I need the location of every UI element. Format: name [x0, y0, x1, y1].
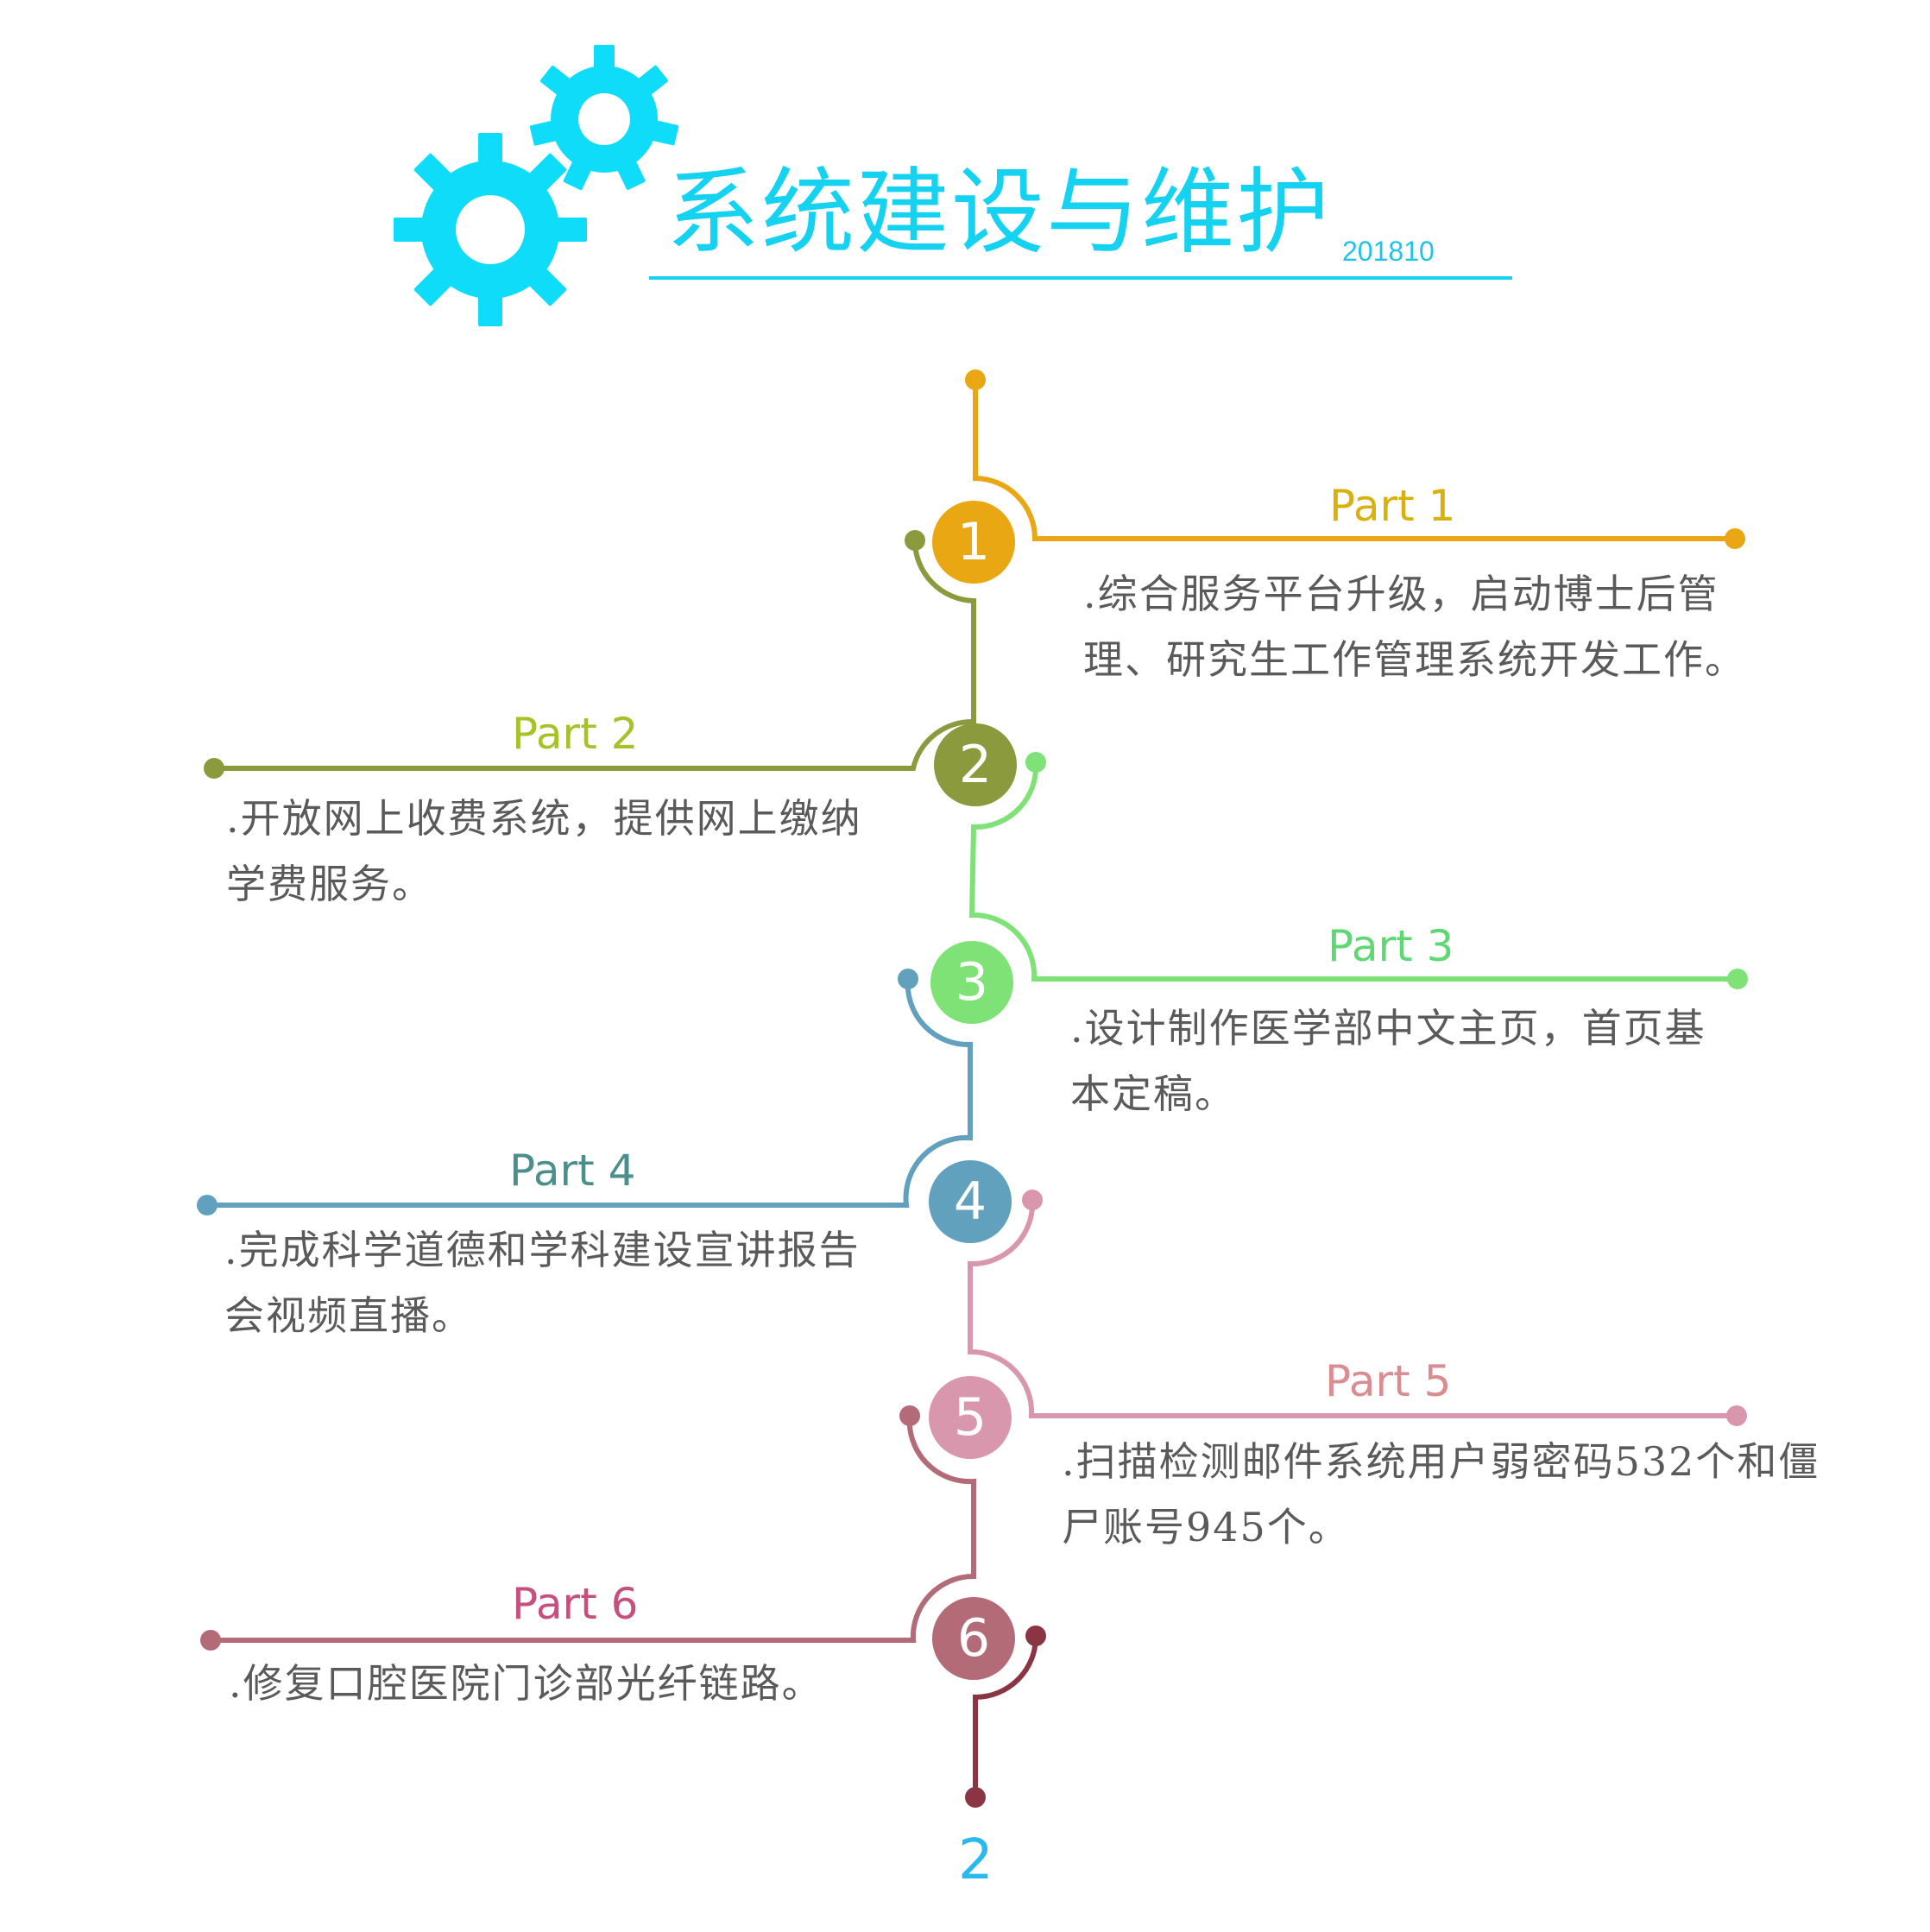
- description-line: .综合服务平台升级，启动博士后管: [1083, 571, 1719, 617]
- part-title: Part 2: [512, 709, 639, 759]
- connector-endpoint-dot: [899, 1405, 920, 1426]
- title-underline: [649, 276, 1512, 280]
- connector-line: [205, 976, 973, 1208]
- connector-line: [973, 377, 1738, 541]
- step-number-badge: 2: [934, 723, 1017, 806]
- step-number-badge: 1: [932, 501, 1015, 584]
- step-number-badge: 4: [929, 1160, 1012, 1243]
- description-line: 理、研究生工作管理系统开发工作。: [1083, 636, 1746, 683]
- part-title: Part 4: [509, 1146, 636, 1196]
- description-line: 会视频直播。: [224, 1292, 473, 1339]
- description-line: 本定稿。: [1070, 1070, 1236, 1117]
- connector-line: [208, 1413, 976, 1643]
- part-title: Part 3: [1328, 921, 1454, 971]
- part-description: .设计制作医学部中文主页，首页基 本定稿。: [1070, 995, 1706, 1127]
- part-title: Part 5: [1325, 1356, 1452, 1406]
- step-number-badge: 5: [929, 1376, 1012, 1459]
- description-line: 学费服务。: [226, 861, 433, 907]
- part-description: .完成科学道德和学科建设宣讲报告 会视频直播。: [224, 1217, 861, 1348]
- step-number-badge: 6: [932, 1597, 1015, 1680]
- connector-line: [968, 760, 1740, 982]
- connector-endpoint-dot: [1726, 1405, 1747, 1426]
- part-title: Part 1: [1329, 481, 1456, 531]
- connector-endpoint-dot: [905, 530, 925, 551]
- description-line: .修复口腔医院门诊部光纤链路。: [229, 1660, 823, 1707]
- part-description: .开放网上收费系统，提供网上缴纳 学费服务。: [226, 786, 862, 917]
- connector-line: [211, 538, 976, 771]
- page-title: 系统建设与维护: [666, 159, 1332, 267]
- connector-endpoint-dot: [965, 1787, 986, 1808]
- part-title: Part 6: [512, 1579, 639, 1629]
- connector-endpoint-dot: [1025, 1626, 1046, 1646]
- gears-icon: [394, 45, 679, 326]
- connector-endpoint-dot: [197, 1195, 218, 1215]
- connector-line: [968, 1197, 1739, 1418]
- connector-endpoint-dot: [898, 969, 918, 989]
- connector-line: [973, 1633, 1039, 1800]
- connector-endpoint-dot: [965, 369, 986, 390]
- connector-endpoint-dot: [1727, 969, 1748, 989]
- connector-endpoint-dot: [200, 1630, 221, 1651]
- connector-endpoint-dot: [1725, 528, 1745, 549]
- title-date: 201810: [1342, 236, 1435, 267]
- description-line: .扫描检测邮件系统用户弱密码532个和僵: [1062, 1438, 1820, 1485]
- connector-endpoint-dot: [1022, 1190, 1043, 1210]
- step-number-badge: 3: [930, 941, 1013, 1024]
- description-line: .设计制作医学部中文主页，首页基: [1070, 1005, 1706, 1051]
- page-number: 2: [958, 1828, 993, 1892]
- description-line: 尸账号945个。: [1062, 1504, 1350, 1550]
- description-line: .完成科学道德和学科建设宣讲报告: [224, 1227, 861, 1273]
- description-line: .开放网上收费系统，提供网上缴纳: [226, 795, 862, 842]
- connector-endpoint-dot: [204, 758, 224, 779]
- part-description: .综合服务平台升级，启动博士后管 理、研究生工作管理系统开发工作。: [1083, 561, 1746, 692]
- connector-endpoint-dot: [1025, 752, 1046, 773]
- part-description: .扫描检测邮件系统用户弱密码532个和僵 尸账号945个。: [1062, 1429, 1820, 1560]
- part-description: .修复口腔医院门诊部光纤链路。: [229, 1651, 823, 1716]
